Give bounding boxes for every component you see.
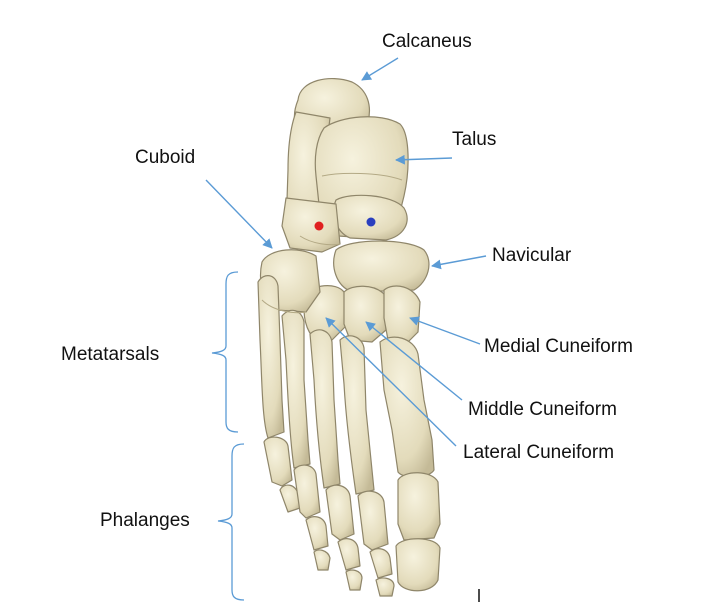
phalanx-5-proximal (263, 436, 293, 487)
talus-label: Talus (452, 129, 496, 150)
metatarsal-5 (257, 275, 285, 439)
phalanges-label: Phalanges (100, 510, 190, 531)
navicular-label: Navicular (492, 245, 572, 266)
cuboid-bone (281, 197, 341, 253)
lateral-cuneiform-leader-line (325, 317, 457, 447)
phalanx-2-proximal (357, 490, 389, 551)
phalanx-1-proximal (397, 472, 441, 541)
phalanx-3-proximal (325, 484, 355, 541)
joint-shading (261, 172, 403, 314)
talus-leader-line (395, 154, 453, 165)
lateral-cuneiform-label: Lateral Cuneiform (463, 442, 614, 463)
phalanx-4-middle (305, 516, 329, 551)
medial-cuneiform-label: Medial Cuneiform (484, 336, 633, 357)
phalanx-4-distal (313, 549, 331, 571)
navicular-leader-line (431, 255, 487, 270)
brackets (211, 271, 245, 601)
phalanx-4-proximal (293, 464, 321, 519)
leader-lines (205, 57, 487, 447)
metatarsals-bracket (211, 271, 239, 433)
middle-cuneiform-label: Middle Cuneiform (468, 399, 617, 420)
phalanx-3-middle (337, 538, 361, 571)
phalanges-bracket (217, 443, 245, 601)
metatarsal-3 (309, 329, 341, 489)
metatarsal-2 (339, 335, 375, 495)
medial-cuneiform-leader-line (409, 316, 481, 345)
blue-marker-dot (366, 217, 376, 227)
labels: Calcaneus Talus Cuboid Navicular Metatar… (61, 31, 633, 531)
navicular-bone (333, 240, 430, 293)
foot-skeleton (257, 78, 441, 597)
calcaneus-label: Calcaneus (382, 31, 472, 52)
metatarsal-4 (281, 309, 311, 469)
phalanx-2-distal (375, 577, 395, 597)
calcaneus-leader-line (361, 57, 399, 81)
red-marker-dot (314, 221, 324, 231)
phalanx-2-middle (369, 548, 393, 579)
cuboid-leader-line (205, 179, 273, 249)
middle-cuneiform-leader-line (365, 321, 463, 401)
phalanx-1-distal (395, 538, 441, 592)
metatarsal-1 (379, 336, 435, 478)
cuboid-label: Cuboid (135, 147, 195, 168)
metatarsals-label: Metatarsals (61, 344, 159, 365)
phalanx-3-distal (345, 569, 363, 591)
